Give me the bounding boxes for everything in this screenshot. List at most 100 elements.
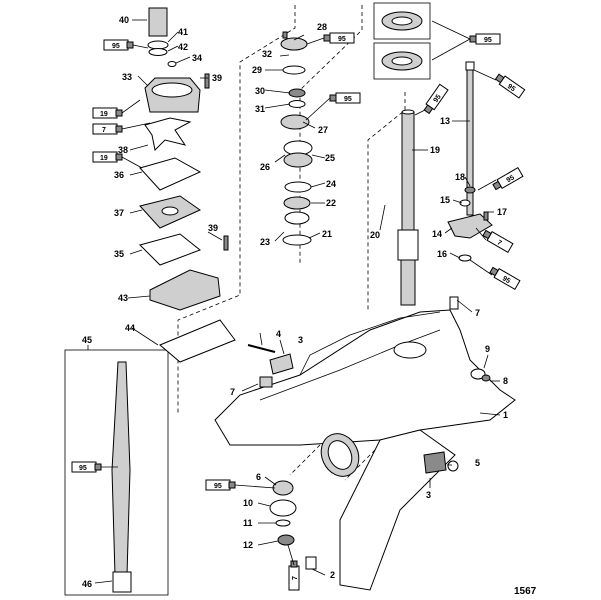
lubricant-tube-3: 7 xyxy=(92,123,123,135)
label-8: 8 xyxy=(503,376,508,386)
water-pump-stack xyxy=(139,7,236,363)
lubricant-tube-12: 95 xyxy=(489,266,521,291)
label-12: 12 xyxy=(243,540,253,550)
dashed-outline-pinion-bearing xyxy=(299,5,363,265)
long-shaft-45 xyxy=(111,361,132,593)
label-40: 40 xyxy=(119,15,129,25)
label-42: 42 xyxy=(178,42,188,52)
label-5: 5 xyxy=(475,458,480,468)
lubricant-tube-2: 19 xyxy=(92,107,123,119)
label-15: 15 xyxy=(440,195,450,205)
svg-text:95: 95 xyxy=(506,83,516,93)
svg-text:95: 95 xyxy=(501,275,511,285)
svg-text:95: 95 xyxy=(214,483,222,490)
seal-detail-boxes xyxy=(373,2,431,80)
gear-housing xyxy=(214,309,516,591)
label-6: 6 xyxy=(256,472,261,482)
svg-text:19: 19 xyxy=(100,111,108,118)
label-32: 32 xyxy=(262,49,272,59)
lubricant-tube-11: 7 xyxy=(482,229,514,254)
label-39a: 39 xyxy=(212,73,222,83)
svg-text:7: 7 xyxy=(292,576,299,580)
svg-text:95: 95 xyxy=(344,96,352,103)
shift-linkage-parts xyxy=(447,186,493,382)
label-13: 13 xyxy=(440,116,450,126)
label-19: 19 xyxy=(430,145,440,155)
label-33: 33 xyxy=(122,72,132,82)
label-2: 2 xyxy=(330,570,335,580)
label-35: 35 xyxy=(114,249,124,259)
impeller-38 xyxy=(144,117,192,152)
label-36: 36 xyxy=(114,170,124,180)
label-10: 10 xyxy=(243,498,253,508)
label-23: 23 xyxy=(260,237,270,247)
inset-box-45 xyxy=(64,349,169,596)
label-45: 45 xyxy=(82,335,92,345)
label-31: 31 xyxy=(255,104,265,114)
lubricant-tube-6: 95 xyxy=(329,92,361,104)
lubricant-tube-10: 95 xyxy=(492,166,524,191)
lubricant-tube-9: 95 xyxy=(494,73,526,99)
label-16: 16 xyxy=(437,249,447,259)
label-46: 46 xyxy=(82,579,92,589)
svg-text:7: 7 xyxy=(496,239,503,247)
driveshaft xyxy=(397,109,419,306)
label-34: 34 xyxy=(192,53,202,63)
tube-leaders xyxy=(101,20,497,566)
lubricant-tube-8: 95 xyxy=(423,83,449,115)
bearing-stack xyxy=(280,31,313,246)
label-11: 11 xyxy=(243,518,253,528)
label-22: 22 xyxy=(326,198,336,208)
svg-text:19: 19 xyxy=(100,155,108,162)
lubricant-tube-13: 95 xyxy=(71,461,102,473)
label-39b: 39 xyxy=(208,223,218,233)
label-25: 25 xyxy=(325,153,335,163)
svg-text:95: 95 xyxy=(112,43,120,50)
label-7b: 7 xyxy=(230,387,235,397)
svg-text:95: 95 xyxy=(506,174,516,184)
label-24: 24 xyxy=(326,179,336,189)
lubricant-tube-15: 7 xyxy=(288,560,300,591)
label-43: 43 xyxy=(118,293,128,303)
label-9: 9 xyxy=(485,344,490,354)
label-17: 17 xyxy=(497,207,507,217)
shift-shaft xyxy=(465,61,475,216)
drawing-number: 1567 xyxy=(514,586,537,597)
label-7a: 7 xyxy=(475,308,480,318)
label-1: 1 xyxy=(503,410,508,420)
svg-text:95: 95 xyxy=(338,36,346,43)
svg-text:95: 95 xyxy=(484,37,492,44)
lubricant-tube-5: 95 xyxy=(323,32,355,44)
leader-lines xyxy=(87,19,501,584)
label-29: 29 xyxy=(252,65,262,75)
label-37: 37 xyxy=(114,208,124,218)
dashed-outline-driveshaft xyxy=(367,92,406,310)
svg-text:7: 7 xyxy=(102,127,106,134)
lower-parts xyxy=(247,344,459,570)
dashed-outline-water-pump xyxy=(177,5,296,415)
label-41: 41 xyxy=(178,27,188,37)
label-3a: 3 xyxy=(298,335,303,345)
svg-text:95: 95 xyxy=(79,465,87,472)
label-20: 20 xyxy=(370,230,380,240)
lubricant-tube-1: 95 xyxy=(103,39,134,51)
svg-text:95: 95 xyxy=(432,93,442,103)
water-tube-40 xyxy=(148,7,168,37)
lubricant-tube-7: 95 xyxy=(469,33,501,45)
label-27: 27 xyxy=(318,125,328,135)
label-26: 26 xyxy=(260,162,270,172)
label-3b: 3 xyxy=(426,490,431,500)
label-44: 44 xyxy=(125,323,135,333)
dashed-leader-b xyxy=(289,439,326,476)
label-38: 38 xyxy=(118,145,128,155)
label-28: 28 xyxy=(317,22,327,32)
label-14: 14 xyxy=(432,229,442,239)
label-18: 18 xyxy=(455,172,465,182)
label-21: 21 xyxy=(322,229,332,239)
lubricant-tube-14: 95 xyxy=(205,479,236,491)
part-labels: 40 41 42 34 33 39 38 36 37 39 35 43 44 4… xyxy=(82,15,508,589)
label-4: 4 xyxy=(276,329,281,339)
label-30: 30 xyxy=(255,86,265,96)
